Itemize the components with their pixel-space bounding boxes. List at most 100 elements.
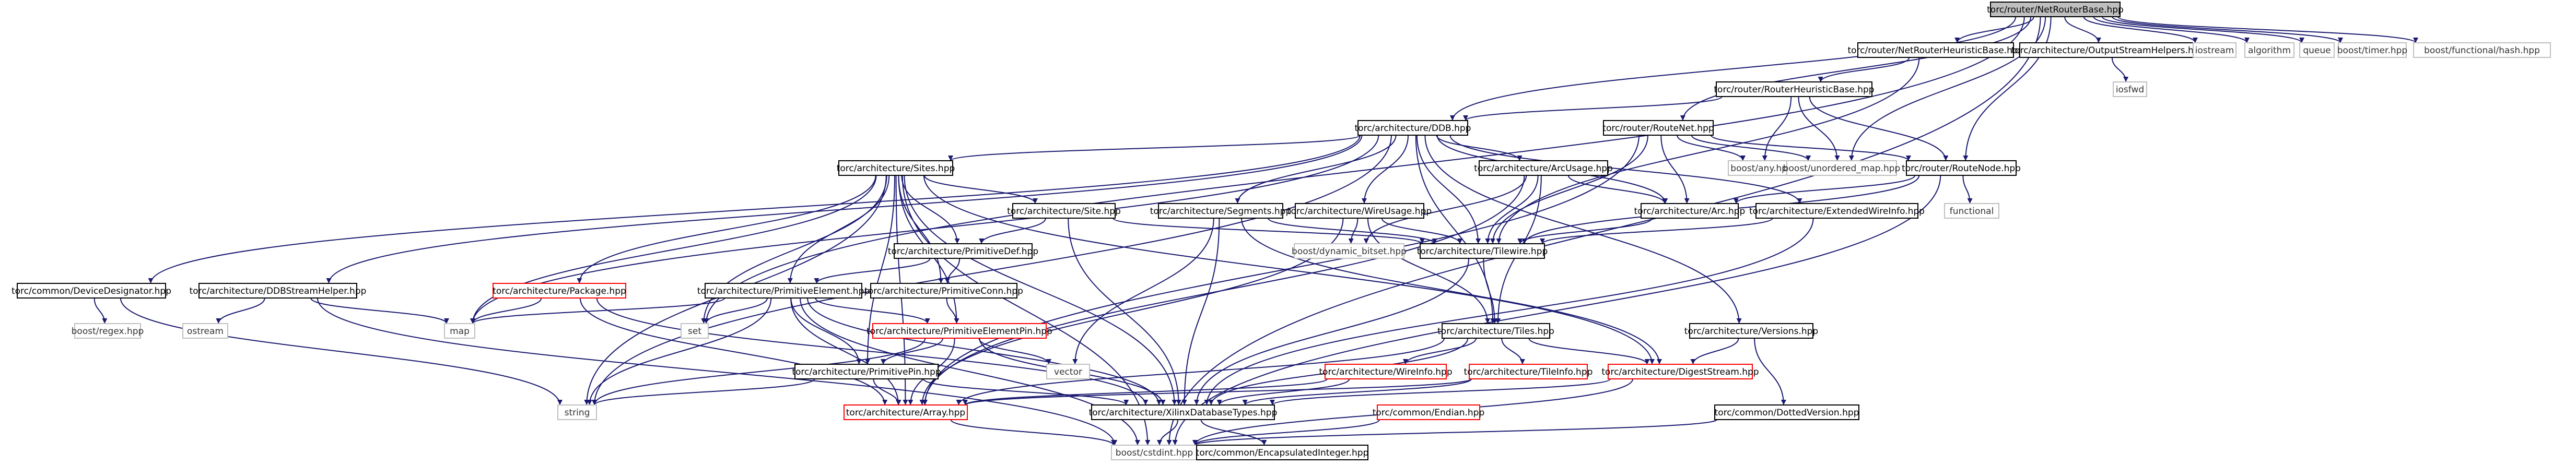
node-ostream[interactable]: ostream — [182, 323, 228, 339]
arrowhead-root-to-ddb — [1449, 115, 1455, 121]
edge-rnode-to-arc — [1735, 175, 1916, 204]
node-queue[interactable]: queue — [2299, 42, 2335, 58]
node-label-array: torc/architecture/Array.hpp — [846, 408, 965, 418]
node-box-encint — [1196, 445, 1368, 460]
edge-ewi-to-tilewire — [1542, 218, 1773, 244]
edge-pelem-to-xdbt — [806, 297, 1160, 406]
node-pconn[interactable]: torc/architecture/PrimitiveConn.hpp — [864, 283, 1023, 299]
node-rnode[interactable]: torc/router/RouteNode.hpp — [1902, 160, 2021, 176]
node-sites[interactable]: torc/architecture/Sites.hpp — [837, 160, 955, 176]
arrowhead-wireusage-to-tiles — [1485, 318, 1491, 324]
node-digest[interactable]: torc/architecture/DigestStream.hpp — [1601, 364, 1759, 379]
edge-ddbsh-to-ostream — [218, 297, 265, 324]
node-devdes[interactable]: torc/common/DeviceDesignator.hpp — [11, 283, 171, 299]
node-box-devdes — [17, 283, 166, 299]
edge-rhb-to-ddb — [1465, 96, 1723, 121]
node-tiles[interactable]: torc/architecture/Tiles.hpp — [1437, 323, 1554, 339]
node-box-rhb — [1716, 81, 1872, 97]
node-iosfwd[interactable]: iosfwd — [2113, 81, 2147, 97]
node-arc[interactable]: torc/architecture/Arc.hpp — [1634, 203, 1746, 219]
node-label-segments: torc/architecture/Segments.hpp — [1150, 206, 1291, 217]
node-box-fhash — [2413, 42, 2551, 58]
edge-pepin-to-vector — [978, 338, 1049, 365]
node-ddb[interactable]: torc/architecture/DDB.hpp — [1355, 120, 1471, 136]
node-box-pelem — [705, 283, 862, 299]
node-arcusage[interactable]: torc/architecture/ArcUsage.hpp — [1474, 160, 1613, 176]
node-label-vector: vector — [1054, 367, 1082, 377]
arrowhead-ddbsh-to-map — [444, 318, 449, 324]
node-pepin[interactable]: torc/architecture/PrimitiveElementPin.hp… — [867, 323, 1052, 339]
node-tilewire[interactable]: torc/architecture/Tilewire.hpp — [1417, 243, 1548, 259]
node-site[interactable]: torc/architecture/Site.hpp — [1007, 203, 1121, 219]
arrowhead-root-to-queue — [2299, 38, 2304, 43]
node-fhash[interactable]: boost/functional/hash.hpp — [2413, 42, 2551, 58]
node-label-package: torc/architecture/Package.hpp — [493, 286, 626, 296]
edge-rnet-to-anyh — [1677, 135, 1743, 161]
node-array[interactable]: torc/architecture/Array.hpp — [844, 404, 968, 420]
node-timer[interactable]: boost/timer.hpp — [2337, 42, 2407, 58]
node-xdbt[interactable]: torc/architecture/XilinxDatabaseTypes.hp… — [1089, 404, 1278, 420]
node-label-rhb: torc/router/RouterHeuristicBase.hpp — [1714, 85, 1874, 95]
edge-arcusage-to-tilewire — [1487, 175, 1539, 244]
node-box-queue — [2299, 42, 2335, 58]
node-label-arcusage: torc/architecture/ArcUsage.hpp — [1474, 163, 1613, 174]
edge-pelem-to-string — [589, 297, 772, 406]
node-segments[interactable]: torc/architecture/Segments.hpp — [1150, 203, 1291, 219]
node-root[interactable]: torc/router/NetRouterBase.hpp — [1987, 2, 2124, 17]
node-endian[interactable]: torc/common/Endian.hpp — [1373, 404, 1485, 420]
node-vector[interactable]: vector — [1046, 364, 1090, 379]
node-cstdint[interactable]: boost/cstdint.hpp — [1111, 445, 1198, 460]
node-ddbsh[interactable]: torc/architecture/DDBStreamHelper.hpp — [190, 283, 367, 299]
node-tileinfo[interactable]: torc/architecture/TileInfo.hpp — [1464, 364, 1593, 379]
node-regex[interactable]: boost/regex.hpp — [72, 323, 144, 339]
node-pdef[interactable]: torc/architecture/PrimitiveDef.hpp — [888, 243, 1038, 259]
node-label-fhash: boost/functional/hash.hpp — [2424, 45, 2540, 56]
node-rnet[interactable]: torc/router/RouteNet.hpp — [1602, 120, 1714, 136]
arrowhead-rhb-to-anyh — [1762, 156, 1767, 161]
node-map[interactable]: map — [444, 323, 475, 339]
arrowhead-ddbsh-to-ostream — [216, 318, 221, 324]
node-box-sites — [838, 160, 953, 176]
node-wireusage[interactable]: torc/architecture/WireUsage.hpp — [1287, 203, 1432, 219]
node-encint[interactable]: torc/common/EncapsulatedInteger.hpp — [1196, 445, 1369, 460]
node-osh[interactable]: torc/architecture/OutputStreamHelpers.hp… — [2011, 42, 2205, 58]
node-rhb[interactable]: torc/router/RouterHeuristicBase.hpp — [1714, 81, 1875, 97]
arrowhead-root-to-cstdint — [1166, 440, 1172, 445]
node-package[interactable]: torc/architecture/Package.hpp — [493, 283, 626, 299]
node-functional[interactable]: functional — [1944, 203, 1999, 219]
arrowhead-wireusage-to-tilewire — [1457, 239, 1463, 244]
node-string[interactable]: string — [557, 404, 597, 420]
node-set[interactable]: set — [681, 323, 709, 339]
node-pelem[interactable]: torc/architecture/PrimitiveElement.hpp — [697, 283, 870, 299]
node-box-wireinfo — [1325, 364, 1447, 379]
node-algorithm[interactable]: algorithm — [2244, 42, 2294, 58]
arrowhead-tilewire-to-tiles — [1492, 318, 1497, 324]
node-umap[interactable]: boost/unordered_map.hpp — [1783, 160, 1901, 176]
arrowhead-root-to-rnet — [1680, 115, 1685, 121]
edge-ppin-to-string — [594, 378, 815, 406]
node-iostream[interactable]: iostream — [2193, 42, 2237, 58]
node-box-array — [844, 404, 968, 420]
edge-tiles-to-wireinfo — [1404, 338, 1477, 365]
node-anyh[interactable]: boost/any.hpp — [1728, 160, 1796, 176]
node-box-timer — [2338, 42, 2407, 58]
node-versions[interactable]: torc/architecture/Versions.hpp — [1684, 323, 1818, 339]
arrowhead-ddb-to-sites — [948, 156, 953, 161]
edge-rnet-to-array — [924, 135, 1640, 406]
arrowhead-rnet-to-umap — [1806, 156, 1811, 161]
node-wireinfo[interactable]: torc/architecture/WireInfo.hpp — [1319, 364, 1453, 379]
edge-pelem-to-ppin — [790, 297, 860, 365]
node-label-algorithm: algorithm — [2248, 45, 2291, 56]
node-dynbs[interactable]: boost/dynamic_bitset.hpp — [1292, 243, 1407, 259]
edge-site-to-tilewire — [1113, 218, 1423, 244]
node-box-functional — [1944, 203, 1999, 219]
node-ewi[interactable]: torc/architecture/ExtendedWireInfo.hpp — [1749, 203, 1925, 219]
node-dotver[interactable]: torc/common/DottedVersion.hpp — [1714, 404, 1859, 420]
arrowhead-ppin-to-xdbt — [1123, 400, 1129, 405]
arrowhead-ewi-to-tilewire — [1540, 239, 1545, 244]
node-nrhb[interactable]: torc/router/NetRouterHeuristicBase.hpp — [1847, 42, 2024, 58]
arrowhead-tiles-to-xdbt — [1208, 400, 1214, 405]
arrowhead-pdef-to-pelem — [814, 278, 819, 283]
node-ppin[interactable]: torc/architecture/PrimitivePin.hpp — [792, 364, 941, 379]
arrowhead-ddb-to-devdes — [148, 278, 154, 283]
